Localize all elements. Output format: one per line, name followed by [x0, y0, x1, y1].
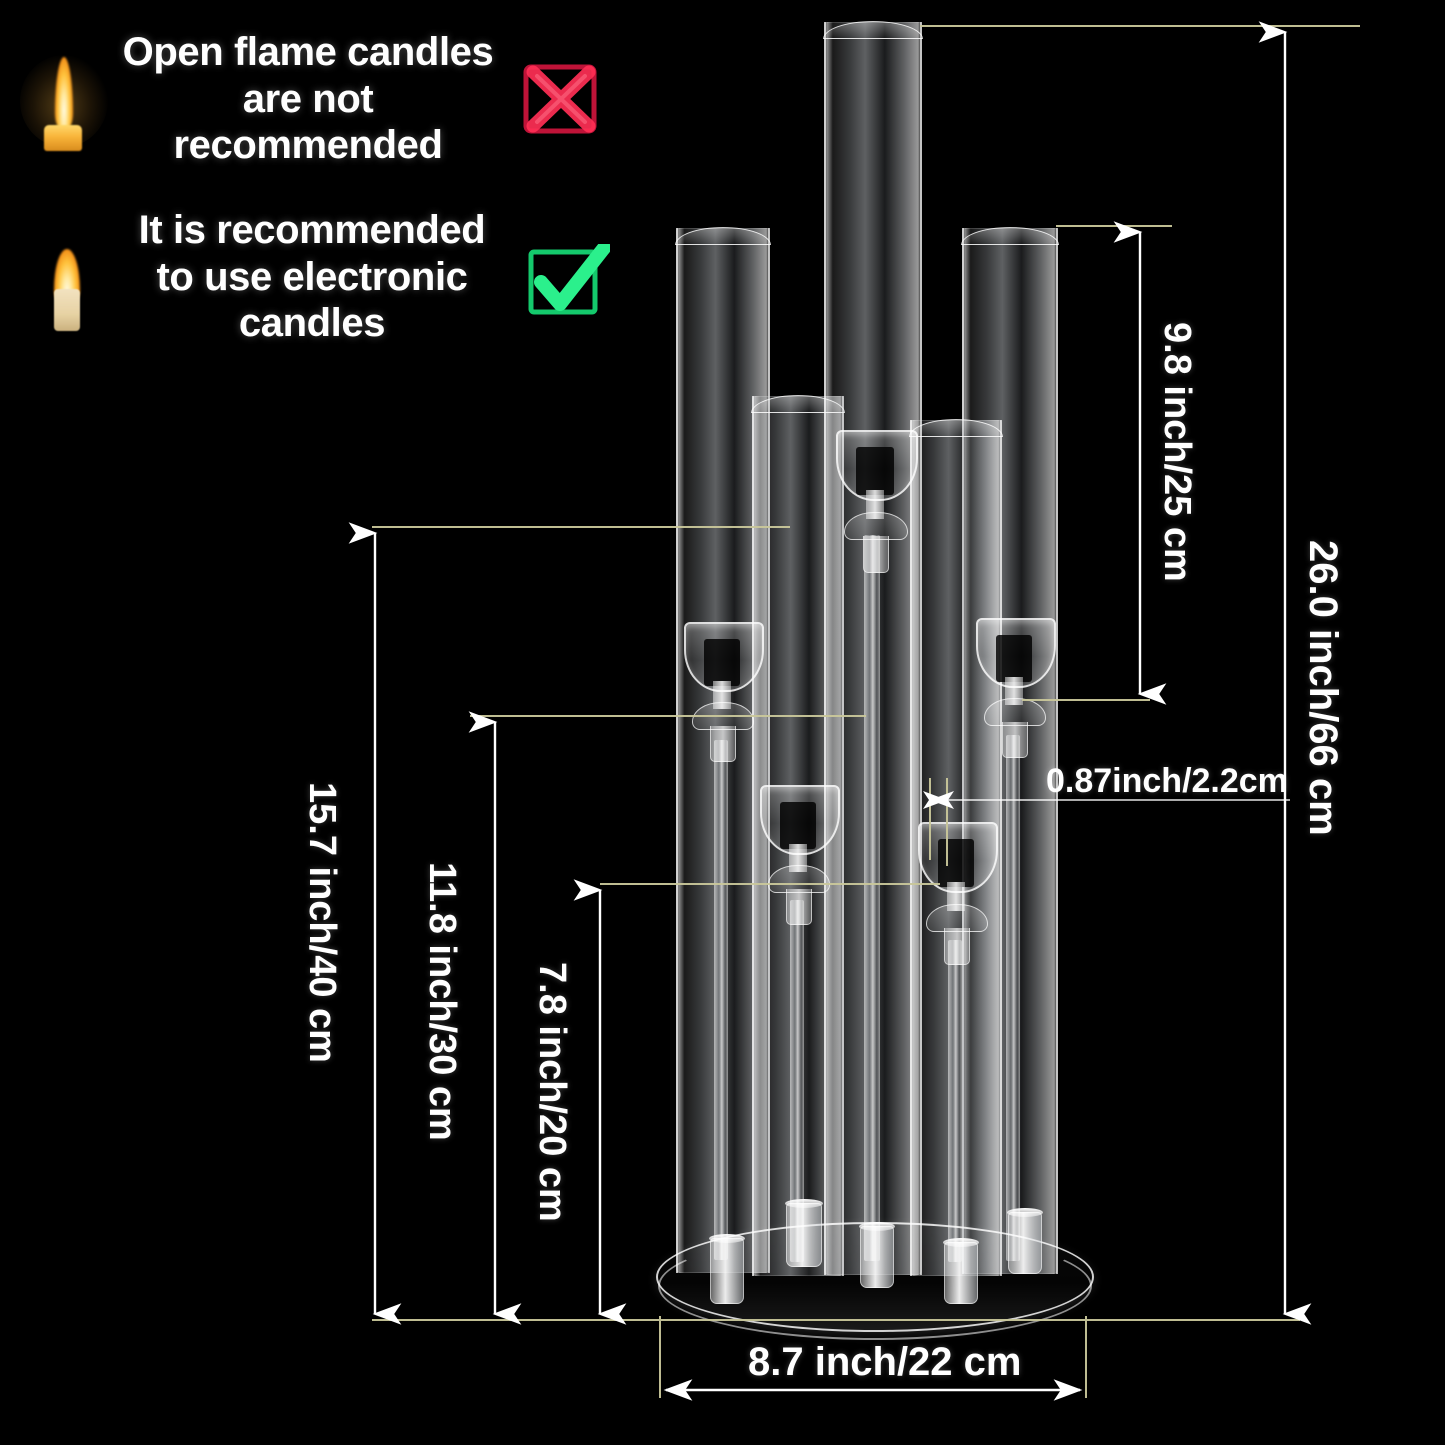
- base-plate-rim: [658, 1232, 1092, 1340]
- notice-open-flame: Open flame candles are not recommended: [8, 30, 508, 167]
- candle-cup-1: [684, 622, 764, 763]
- notice-open-flame-text: Open flame candles are not recommended: [122, 29, 494, 168]
- dimension-arm-2: 11.8 inch/30 cm: [421, 862, 463, 1141]
- red-x-mark: [520, 62, 606, 140]
- tube-foot-1: [709, 1234, 745, 1304]
- support-rod-4: [1006, 735, 1020, 1261]
- candle-cup-4: [976, 618, 1056, 759]
- dimension-overall-height: 26.0 inch/66 cm: [1301, 540, 1345, 836]
- dimension-cup-diameter: 0.87inch/2.2cm: [1046, 762, 1288, 800]
- dimension-base-diameter: 8.7 inch/22 cm: [748, 1340, 1022, 1384]
- green-check-mark: [524, 244, 610, 322]
- tube-foot-4: [943, 1238, 979, 1304]
- support-rod-1: [714, 740, 728, 1260]
- dimension-arm-1: 15.7 inch/40 cm: [301, 782, 343, 1063]
- candle-cup-2: [760, 785, 840, 926]
- support-rod-2: [790, 900, 804, 1262]
- candle-flame-icon: [8, 47, 108, 152]
- dimension-tallest-tube: 9.8 inch/25 cm: [1156, 322, 1198, 582]
- tube-foot-3: [859, 1222, 895, 1288]
- tube-foot-2: [785, 1199, 823, 1267]
- tube-foot-5: [1007, 1208, 1043, 1274]
- dimension-arm-3: 7.8 inch/20 cm: [531, 962, 573, 1222]
- support-rod-3: [864, 535, 880, 1261]
- candle-cup-3: [836, 430, 918, 573]
- candle-cup-5: [918, 822, 998, 965]
- electronic-candle-icon: [12, 225, 112, 331]
- notice-electronic-candle: It is recommended to use electronic cand…: [12, 208, 512, 345]
- notice-electronic-candle-text: It is recommended to use electronic cand…: [138, 207, 486, 346]
- support-rod-5: [948, 940, 962, 1262]
